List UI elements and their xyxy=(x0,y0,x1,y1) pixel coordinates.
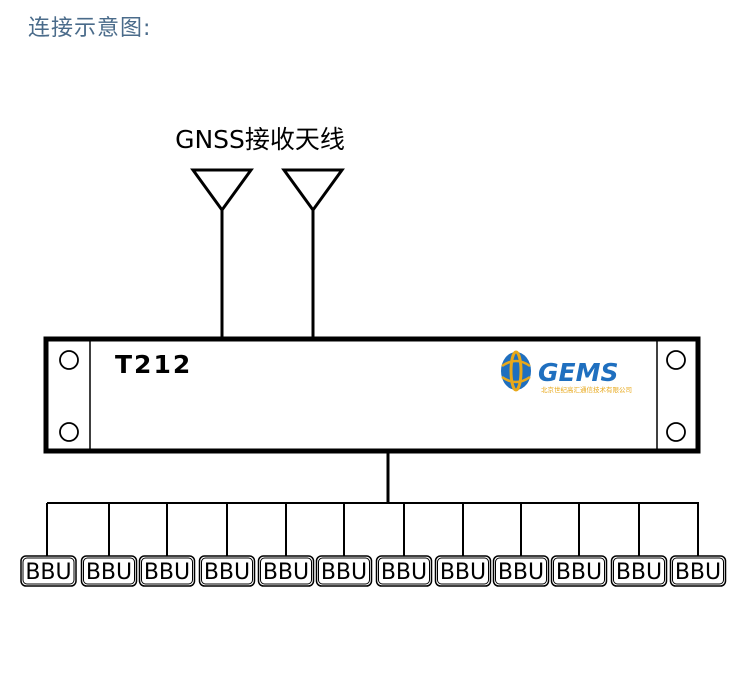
bbu-box xyxy=(198,555,256,587)
bbu-unit: BBU xyxy=(80,503,138,587)
diagram-heading: 连接示意图: xyxy=(28,16,152,41)
gems-logo-globe-icon xyxy=(501,352,531,390)
bbu-box-inner xyxy=(613,557,665,585)
bbu-box xyxy=(80,555,138,587)
antenna-2 xyxy=(281,168,345,340)
antenna-2-icon xyxy=(281,168,345,213)
bbu-box xyxy=(375,555,433,587)
bbu-unit: BBU xyxy=(669,503,727,587)
device-model-label: T212 xyxy=(115,350,192,379)
mount-hole-bottom-left-icon xyxy=(59,422,79,442)
bbu-box xyxy=(669,555,727,587)
bbu-unit: BBU xyxy=(434,503,492,587)
antenna-1-icon xyxy=(190,168,254,213)
bbu-label: BBU xyxy=(616,560,662,585)
bbu-label: BBU xyxy=(381,560,427,585)
bbu-box xyxy=(434,555,492,587)
bbu-box xyxy=(257,555,315,587)
bbu-label: BBU xyxy=(556,560,602,585)
bbu-label: BBU xyxy=(675,560,721,585)
bbu-box-inner xyxy=(201,557,253,585)
t212-device: T212 GEMS 北京世纪高汇通信技术有限公司 xyxy=(43,336,701,454)
bbu-box xyxy=(610,555,668,587)
bbu-unit: BBU xyxy=(138,503,196,587)
bbu-unit: BBU xyxy=(20,503,77,587)
bbu-unit: BBU xyxy=(198,503,256,587)
bbu-label: BBU xyxy=(263,560,309,585)
bbu-box-inner xyxy=(378,557,430,585)
bbu-label: BBU xyxy=(86,560,132,585)
bbu-label: BBU xyxy=(25,560,71,585)
bbu-box-inner xyxy=(672,557,724,585)
gems-logo-text: GEMS xyxy=(538,358,618,387)
mount-hole-top-right-icon xyxy=(666,350,686,370)
bbu-label: BBU xyxy=(144,560,190,585)
mount-hole-top-left-icon xyxy=(59,350,79,370)
bbu-group: BBU BBU BBU BBU BBU BBU BBU BBU BBU BBU BBU BBU xyxy=(20,503,727,587)
bbu-box xyxy=(492,555,550,587)
bbu-unit: BBU xyxy=(375,503,433,587)
bbu-box-inner xyxy=(260,557,312,585)
bbu-unit: BBU xyxy=(257,503,315,587)
bbu-box xyxy=(138,555,196,587)
bbu-box-inner xyxy=(141,557,193,585)
bbu-box-inner xyxy=(83,557,135,585)
bbu-box-inner xyxy=(318,557,370,585)
bbu-box-inner xyxy=(553,557,605,585)
bbu-box xyxy=(315,555,373,587)
device-outer-frame xyxy=(43,336,701,454)
bbu-label: BBU xyxy=(321,560,367,585)
gems-logo-subtext: 北京世纪高汇通信技术有限公司 xyxy=(541,385,632,394)
bbu-box xyxy=(20,555,77,587)
bbu-label: BBU xyxy=(440,560,486,585)
bbu-box-inner xyxy=(437,557,489,585)
gems-logo: GEMS 北京世纪高汇通信技术有限公司 xyxy=(501,350,632,394)
bbu-box-inner xyxy=(495,557,547,585)
bbu-unit: BBU xyxy=(610,503,668,587)
bbu-label: BBU xyxy=(498,560,544,585)
antenna-label: GNSS接收天线 xyxy=(175,125,345,154)
bbu-unit: BBU xyxy=(492,503,550,587)
mount-hole-bottom-right-icon xyxy=(666,422,686,442)
bbu-unit: BBU xyxy=(315,503,373,587)
bbu-label: BBU xyxy=(204,560,250,585)
bbu-unit: BBU xyxy=(550,503,608,587)
bbu-box-inner xyxy=(22,557,75,585)
antenna-1 xyxy=(190,168,254,340)
bbu-box xyxy=(550,555,608,587)
